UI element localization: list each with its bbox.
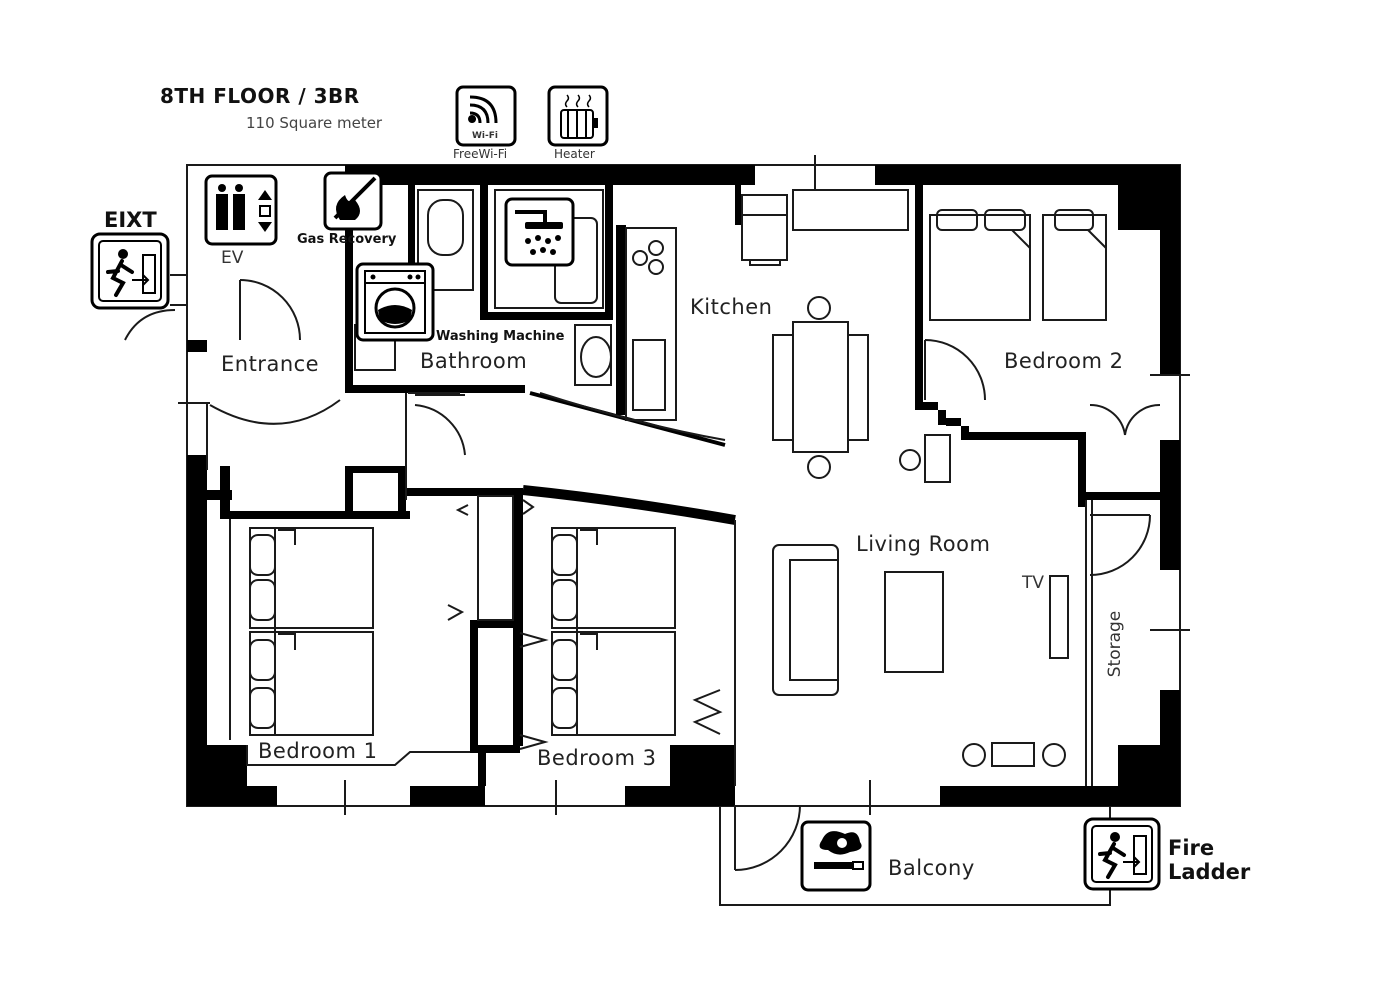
kitchen-counter bbox=[625, 227, 677, 421]
sofa bbox=[772, 544, 839, 696]
elevator-icon bbox=[204, 174, 278, 246]
room-label-bedroom3: Bedroom 3 bbox=[537, 746, 657, 770]
room-label-kitchen: Kitchen bbox=[690, 295, 773, 319]
washing-machine-label: Washing Machine bbox=[436, 329, 565, 344]
dining-table bbox=[772, 296, 869, 479]
tv-label: TV bbox=[1022, 573, 1045, 593]
bedroom1-beds bbox=[249, 527, 374, 736]
toilet-1 bbox=[417, 189, 474, 291]
wardrobes bbox=[229, 495, 723, 750]
no-gas-icon bbox=[323, 171, 383, 231]
interior-walls bbox=[207, 165, 1160, 786]
floor-area: 110 Square meter bbox=[246, 114, 383, 132]
room-label-living: Living Room bbox=[856, 532, 991, 556]
heater-label: Heater bbox=[554, 147, 595, 161]
exit-label: EIXT bbox=[104, 208, 157, 232]
fire-ladder-icon bbox=[1083, 817, 1161, 891]
room-label-bedroom2: Bedroom 2 bbox=[1004, 349, 1124, 373]
smoking-area-icon bbox=[800, 820, 872, 892]
floor-title: 8TH FLOOR / 3BR bbox=[160, 84, 360, 108]
exit-sign-icon bbox=[90, 232, 170, 310]
heater-icon bbox=[547, 85, 609, 147]
fridge bbox=[741, 194, 788, 266]
room-label-bedroom1: Bedroom 1 bbox=[258, 739, 378, 763]
room-label-balcony: Balcony bbox=[888, 856, 975, 880]
elevator-label: EV bbox=[221, 248, 244, 268]
washing-machine-icon bbox=[355, 262, 435, 342]
bedroom3-beds bbox=[551, 527, 676, 736]
fire-ladder-label-line2: Ladder bbox=[1168, 860, 1251, 884]
wifi-badge: Wi-Fi bbox=[472, 131, 498, 141]
gas-recovery-label: Gas Recovery bbox=[297, 232, 397, 247]
storage-label: Storage bbox=[1105, 610, 1125, 678]
shower-icon bbox=[504, 197, 575, 267]
room-label-entrance: Entrance bbox=[221, 352, 320, 376]
door-swings bbox=[124, 274, 1161, 871]
wifi-icon bbox=[455, 85, 517, 147]
wifi-label: FreeWi-Fi bbox=[453, 147, 508, 161]
fire-ladder-label-line1: Fire bbox=[1168, 836, 1215, 860]
room-label-bathroom: Bathroom bbox=[420, 349, 528, 373]
sink bbox=[574, 324, 612, 386]
outer-walls bbox=[178, 155, 1190, 815]
bedroom2-beds bbox=[929, 209, 1107, 321]
